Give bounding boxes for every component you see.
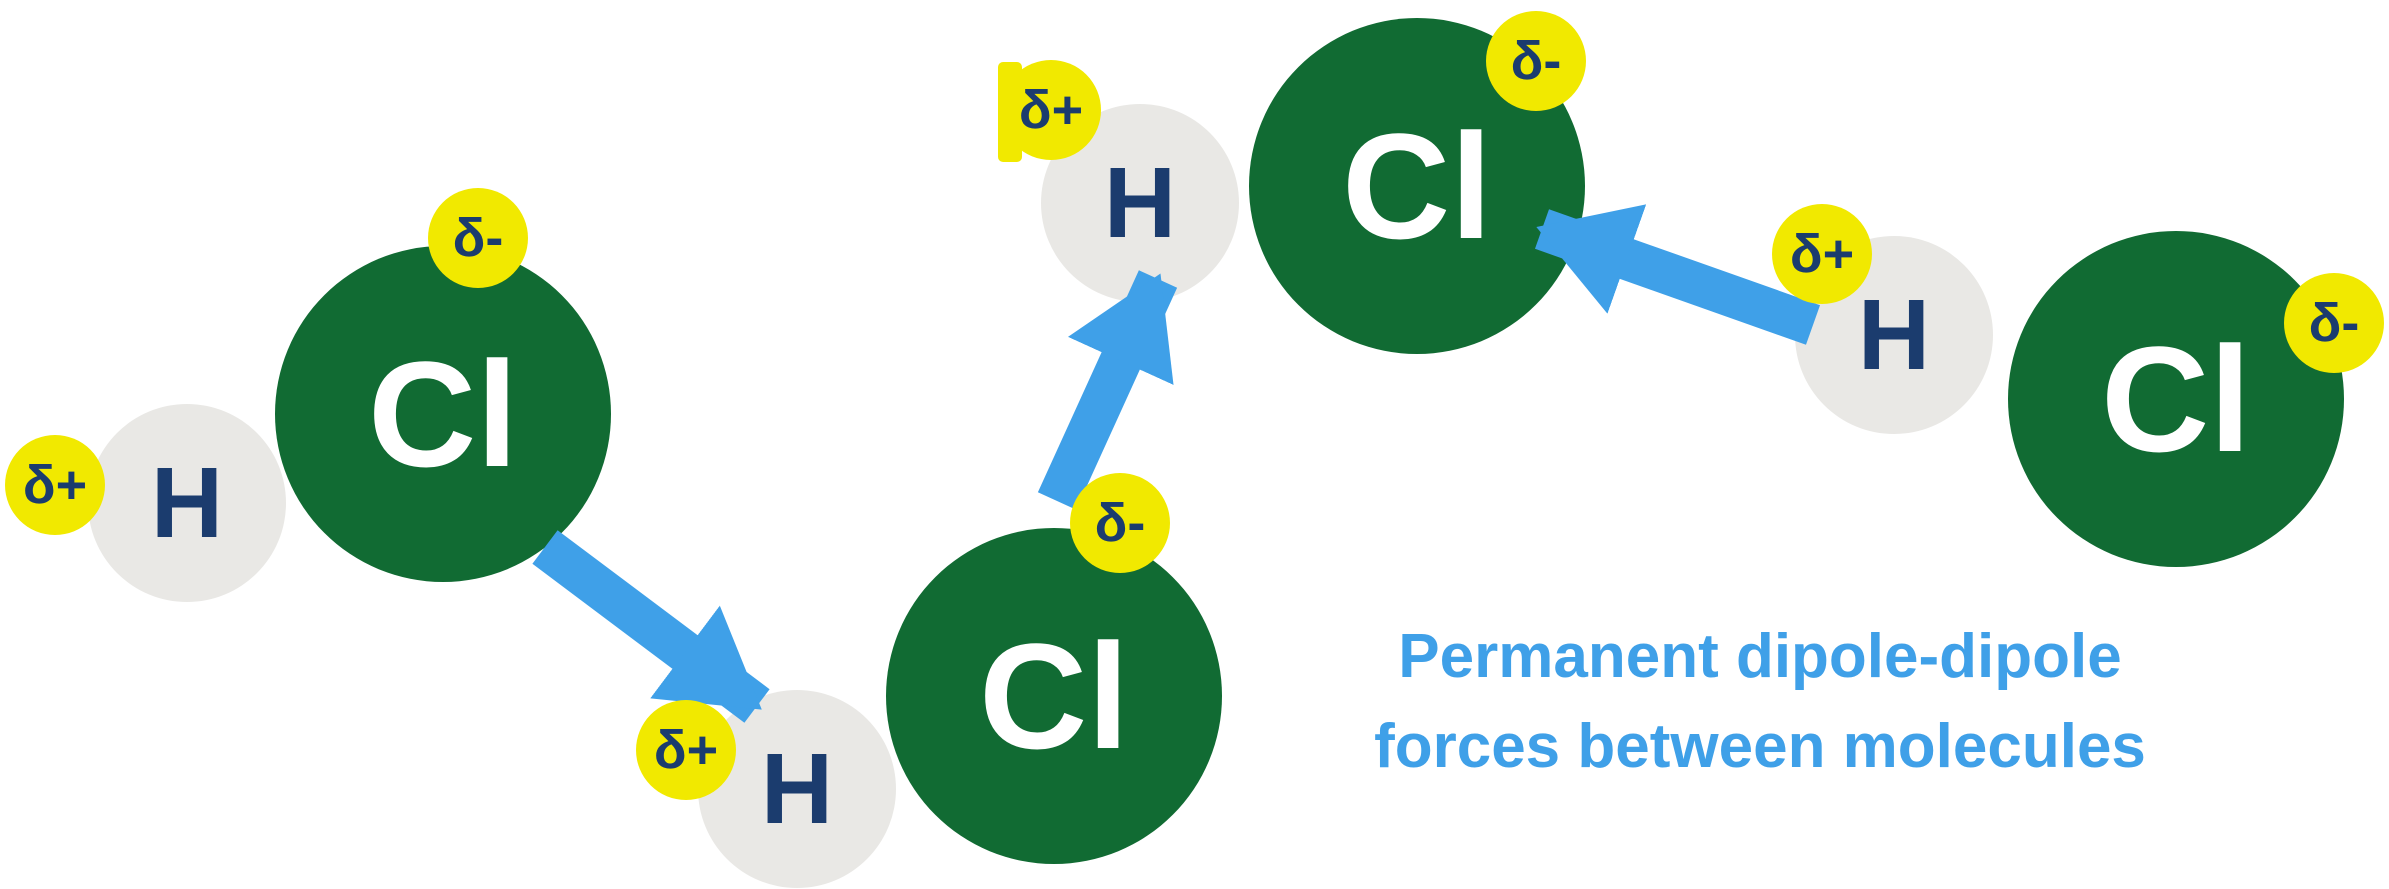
delta-plus-label-1: δ+ (22, 455, 88, 515)
chlorine-atom-4: Cl (2008, 231, 2344, 567)
hydrogen-atom-3: H (1041, 104, 1239, 302)
diagram-caption: Permanent dipole-dipole forces between m… (1320, 612, 2200, 792)
chlorine-label-2: Cl (979, 611, 1129, 780)
delta-minus-label-3: δ- (1510, 31, 1562, 91)
chlorine-atom-2: Cl (886, 528, 1222, 864)
hydrogen-label-1: H (150, 446, 224, 559)
delta-minus-label-2: δ- (1094, 493, 1146, 553)
delta-minus-badge-3: δ- (1486, 11, 1586, 111)
delta-plus-label-2: δ+ (653, 720, 719, 780)
delta-plus-label-3: δ+ (1018, 80, 1084, 140)
chlorine-atom-1: Cl (275, 246, 611, 582)
delta-plus-badge-4: δ+ (1772, 204, 1872, 304)
delta-plus-badge-1: δ+ (5, 435, 105, 535)
chlorine-label-1: Cl (368, 329, 518, 498)
chlorine-label-3: Cl (1342, 101, 1492, 270)
attraction-arrow-2 (1037, 270, 1178, 510)
caption-line-1: Permanent dipole-dipole (1398, 622, 2122, 691)
attraction-arrow-1 (532, 530, 770, 723)
delta-plus-badge-2: δ+ (636, 700, 736, 800)
delta-plus-badge-3: δ+ (1001, 60, 1101, 160)
delta-minus-badge-4: δ- (2284, 273, 2384, 373)
delta-minus-label-4: δ- (2308, 293, 2360, 353)
hydrogen-label-4: H (1857, 278, 1931, 391)
hydrogen-atom-2: H (698, 690, 896, 888)
hydrogen-label-3: H (1103, 146, 1177, 259)
delta-minus-label-1: δ- (452, 208, 504, 268)
chlorine-atom-3: Cl (1249, 18, 1585, 354)
hydrogen-label-2: H (760, 732, 834, 845)
delta-minus-badge-2: δ- (1070, 473, 1170, 573)
chlorine-label-4: Cl (2101, 314, 2251, 483)
hydrogen-atom-1: H (88, 404, 286, 602)
delta-plus-label-4: δ+ (1789, 224, 1855, 284)
delta-minus-badge-1: δ- (428, 188, 528, 288)
caption-line-2: forces between molecules (1374, 712, 2146, 781)
